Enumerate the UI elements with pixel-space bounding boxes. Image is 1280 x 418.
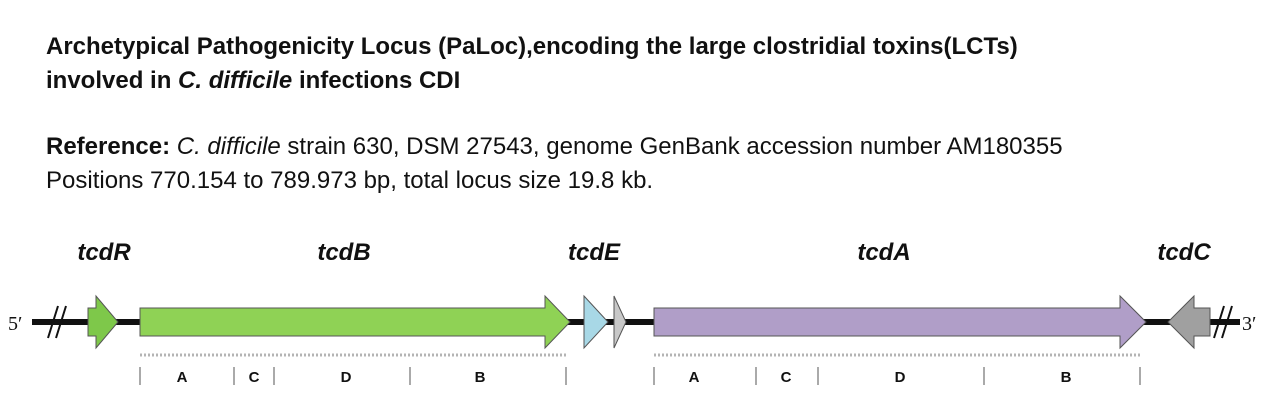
title-line2-prefix: involved in	[46, 67, 179, 94]
title-line2-suffix: infections CDI	[292, 67, 461, 94]
tcdB-domain-b: B	[475, 369, 486, 386]
tcdA-arrow	[653, 294, 1147, 350]
tcdB-domain-ticks	[139, 367, 567, 385]
tcdB-domain-d: D	[341, 369, 352, 386]
title-line2-organism: C. difficile	[178, 67, 293, 94]
right-break-mark	[1213, 305, 1233, 339]
reference-line1-rest: strain 630, DSM 27543, genome GenBank ac…	[280, 133, 1063, 160]
tcdC-arrow	[1167, 294, 1211, 350]
tcdB-label: tcdB	[317, 239, 370, 266]
tcdE-arrow	[583, 294, 609, 350]
tcdB-domain-a: A	[177, 369, 188, 386]
figure-title: Archetypical Pathogenicity Locus (PaLoc)…	[46, 30, 1246, 98]
title-line1: Archetypical Pathogenicity Locus (PaLoc)…	[46, 33, 1018, 60]
tcdB-arrow	[139, 294, 571, 350]
tcdA-domain-d: D	[895, 369, 906, 386]
tcdR-label: tcdR	[77, 239, 131, 266]
reference-label: Reference:	[46, 133, 171, 160]
tcdA-domain-ticks	[653, 367, 1141, 385]
reference-text: Reference: C. difficile strain 630, DSM …	[46, 130, 1246, 198]
tcdA-domain-a: A	[689, 369, 700, 386]
three-prime-label: 3′	[1242, 313, 1256, 335]
reference-line2: Positions 770.154 to 789.973 bp, total l…	[46, 167, 654, 194]
tcdC-label: tcdC	[1157, 239, 1211, 266]
reference-organism: C. difficile	[176, 133, 281, 160]
left-break-mark	[47, 305, 67, 339]
tcdA-domain-c: C	[781, 369, 792, 386]
tcdA-label: tcdA	[857, 239, 910, 266]
tcdA-domain-b: B	[1061, 369, 1072, 386]
orf-arrow	[613, 295, 627, 349]
tcdB-domain-c: C	[249, 369, 260, 386]
tcdR-arrow	[87, 294, 119, 350]
five-prime-label: 5′	[8, 313, 22, 335]
tcdE-label: tcdE	[568, 239, 621, 266]
